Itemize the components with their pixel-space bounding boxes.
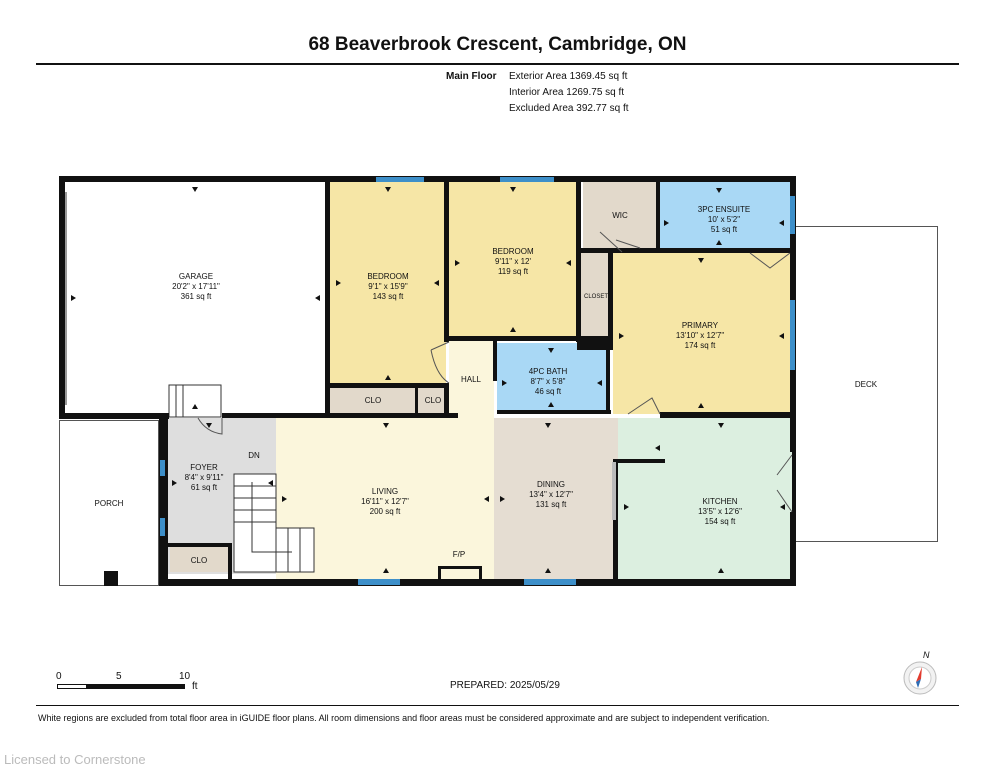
wic-room (583, 182, 656, 248)
page-title: 68 Beaverbrook Crescent, Cambridge, ON (308, 34, 687, 55)
stairs (233, 473, 315, 573)
room-label-closet: CLOSET (583, 294, 609, 300)
garage-room (63, 182, 327, 415)
fireplace-label: F/P (452, 550, 466, 559)
footer-divider (36, 705, 959, 706)
deck-area (795, 226, 938, 542)
closet-1-room (330, 388, 415, 413)
room-label-porch: PORCH (94, 499, 124, 508)
room-label-hall: HALL (460, 375, 482, 384)
room-label-deck: DECK (854, 380, 878, 389)
room-label-wic: WIC (612, 211, 628, 220)
porch-steps (168, 384, 222, 418)
watermark: Licensed to Cornerstone (4, 752, 146, 767)
room-label-clo-1: CLO (364, 396, 382, 405)
scale-bar: 0 5 10 ft (56, 671, 206, 697)
excluded-area: Excluded Area 392.77 sq ft (509, 103, 629, 114)
floor-name: Main Floor (446, 71, 497, 82)
primary-room (613, 253, 790, 414)
scale-label-10: 10 (179, 671, 191, 682)
bath-room (497, 343, 608, 412)
scale-label-0: 0 (56, 671, 62, 682)
bedroom-1-room (330, 182, 446, 385)
closet-2-room (418, 388, 446, 413)
compass-icon: N (900, 650, 942, 696)
hall-room (449, 340, 494, 418)
bedroom-2-room (449, 182, 577, 337)
room-label-clo-3: CLO (190, 556, 208, 565)
scale-unit: ft (192, 681, 198, 692)
footnote: White regions are excluded from total fl… (38, 713, 770, 723)
ensuite-room (658, 182, 790, 248)
compass-north-label: N (923, 650, 930, 660)
exterior-area: Exterior Area 1369.45 sq ft (509, 71, 628, 82)
dining-room-ext (494, 418, 614, 579)
scale-label-5: 5 (116, 671, 122, 682)
stairs-down-label: DN (248, 451, 260, 460)
closet-3-room (170, 547, 230, 572)
prepared-date: PREPARED: 2025/05/29 (450, 680, 560, 691)
kitchen-room (618, 418, 790, 579)
interior-area: Interior Area 1269.75 sq ft (509, 87, 625, 98)
room-label-clo-2: CLO (424, 396, 442, 405)
closet-room (581, 253, 608, 337)
header-divider (36, 63, 959, 65)
